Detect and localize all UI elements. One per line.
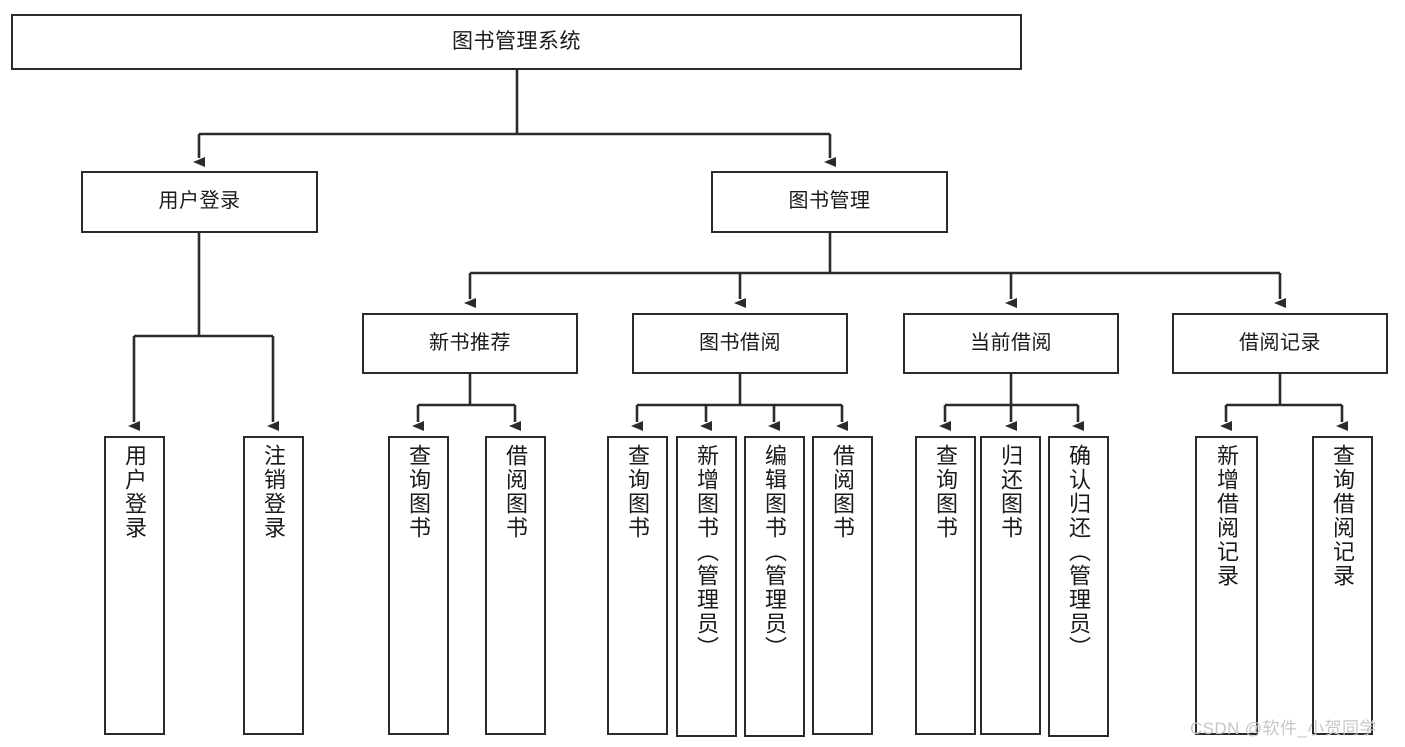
node-root-label: 图书管理系统	[452, 29, 581, 53]
csdn-watermark: CSDN @软件_小贺同学	[1190, 719, 1377, 738]
leaf-query-book-1[interactable]: 查询图书	[388, 436, 449, 735]
leaf-query-book-2[interactable]: 查询图书	[607, 436, 668, 735]
leaf-return-book[interactable]: 归还图书	[980, 436, 1041, 735]
leaf-add-book-admin[interactable]: 新增图书（管理员）	[676, 436, 737, 737]
leaf-add-borrow-record-label: 新增借阅记录	[1214, 444, 1240, 588]
leaf-add-borrow-record[interactable]: 新增借阅记录	[1195, 436, 1258, 735]
node-root[interactable]: 图书管理系统	[11, 14, 1022, 70]
leaf-logout-label: 注销登录	[261, 444, 287, 540]
leaf-logout[interactable]: 注销登录	[243, 436, 304, 735]
leaf-edit-book-admin[interactable]: 编辑图书（管理员）	[744, 436, 805, 737]
leaf-borrow-book-1[interactable]: 借阅图书	[485, 436, 546, 735]
leaf-confirm-return-admin[interactable]: 确认归还（管理员）	[1048, 436, 1109, 737]
leaf-edit-book-admin-label: 编辑图书（管理员）	[762, 444, 788, 660]
leaf-query-borrow-record-label: 查询借阅记录	[1330, 444, 1356, 588]
node-borrow-record-label: 借阅记录	[1239, 331, 1321, 354]
leaf-add-book-admin-label: 新增图书（管理员）	[694, 444, 720, 660]
leaf-confirm-return-admin-label: 确认归还（管理员）	[1066, 444, 1092, 660]
node-book-manage[interactable]: 图书管理	[711, 171, 948, 233]
leaf-user-login-label: 用户登录	[122, 444, 148, 540]
leaf-borrow-book-2-label: 借阅图书	[830, 444, 856, 540]
node-user-login[interactable]: 用户登录	[81, 171, 318, 233]
leaf-query-book-3-label: 查询图书	[933, 444, 959, 540]
leaf-query-book-3[interactable]: 查询图书	[915, 436, 976, 735]
node-current-borrow[interactable]: 当前借阅	[903, 313, 1119, 374]
leaf-borrow-book-2[interactable]: 借阅图书	[812, 436, 873, 735]
node-new-book-recommend-label: 新书推荐	[429, 331, 511, 354]
leaf-user-login[interactable]: 用户登录	[104, 436, 165, 735]
node-book-manage-label: 图书管理	[788, 190, 871, 213]
leaf-return-book-label: 归还图书	[998, 444, 1024, 540]
node-borrow-record[interactable]: 借阅记录	[1172, 313, 1388, 374]
leaf-query-book-1-label: 查询图书	[406, 444, 432, 540]
node-new-book-recommend[interactable]: 新书推荐	[362, 313, 578, 374]
leaf-query-book-2-label: 查询图书	[625, 444, 651, 540]
node-current-borrow-label: 当前借阅	[970, 331, 1052, 354]
leaf-query-borrow-record[interactable]: 查询借阅记录	[1312, 436, 1373, 735]
node-book-borrow[interactable]: 图书借阅	[632, 313, 848, 374]
node-user-login-label: 用户登录	[158, 190, 241, 213]
leaf-borrow-book-1-label: 借阅图书	[503, 444, 529, 540]
node-book-borrow-label: 图书借阅	[699, 331, 781, 354]
